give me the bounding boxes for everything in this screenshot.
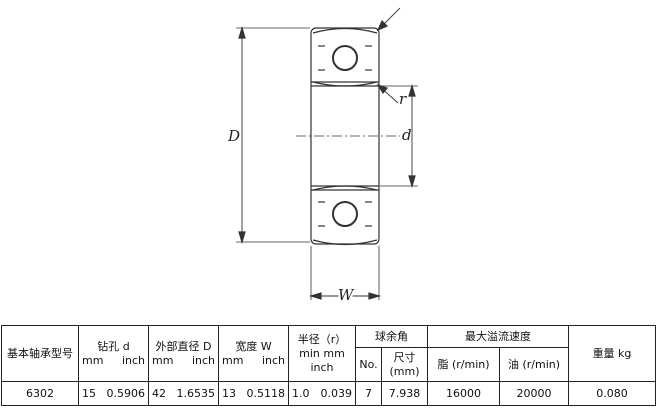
- header-speed-oil: 油 (r/min): [499, 347, 569, 382]
- cell-model: 6302: [1, 381, 79, 406]
- cell-speed-grease: 16000: [427, 381, 500, 406]
- header-radius: 半径（r） min mm inch: [288, 325, 356, 382]
- cell-weight: 0.080: [568, 381, 656, 406]
- bottom-inner-ring: [312, 185, 378, 191]
- cell-ball-size: 7.938: [381, 381, 428, 406]
- label-d: d: [402, 126, 412, 144]
- header-ball: 球余角: [355, 325, 428, 348]
- bearing-drawing: D d r W: [227, 7, 418, 306]
- header-ball-no: No.: [355, 347, 382, 382]
- header-model: 基本轴承型号: [1, 325, 79, 382]
- label-W: W: [338, 286, 355, 304]
- top-outer-ring: [312, 27, 378, 34]
- cell-speed-oil: 20000: [499, 381, 569, 406]
- cell-ball-no: 7: [355, 381, 382, 406]
- top-ball: [332, 45, 358, 71]
- label-D: D: [227, 127, 240, 145]
- header-ball-size: 尺寸(mm): [381, 347, 428, 382]
- header-speed-grease: 脂 (r/min): [427, 347, 500, 382]
- header-speed: 最大溢流速度: [427, 325, 569, 348]
- label-r: r: [399, 90, 407, 108]
- bottom-outer-ring: [312, 239, 378, 246]
- bottom-ball: [332, 201, 358, 227]
- header-weight: 重量 kg: [568, 325, 656, 382]
